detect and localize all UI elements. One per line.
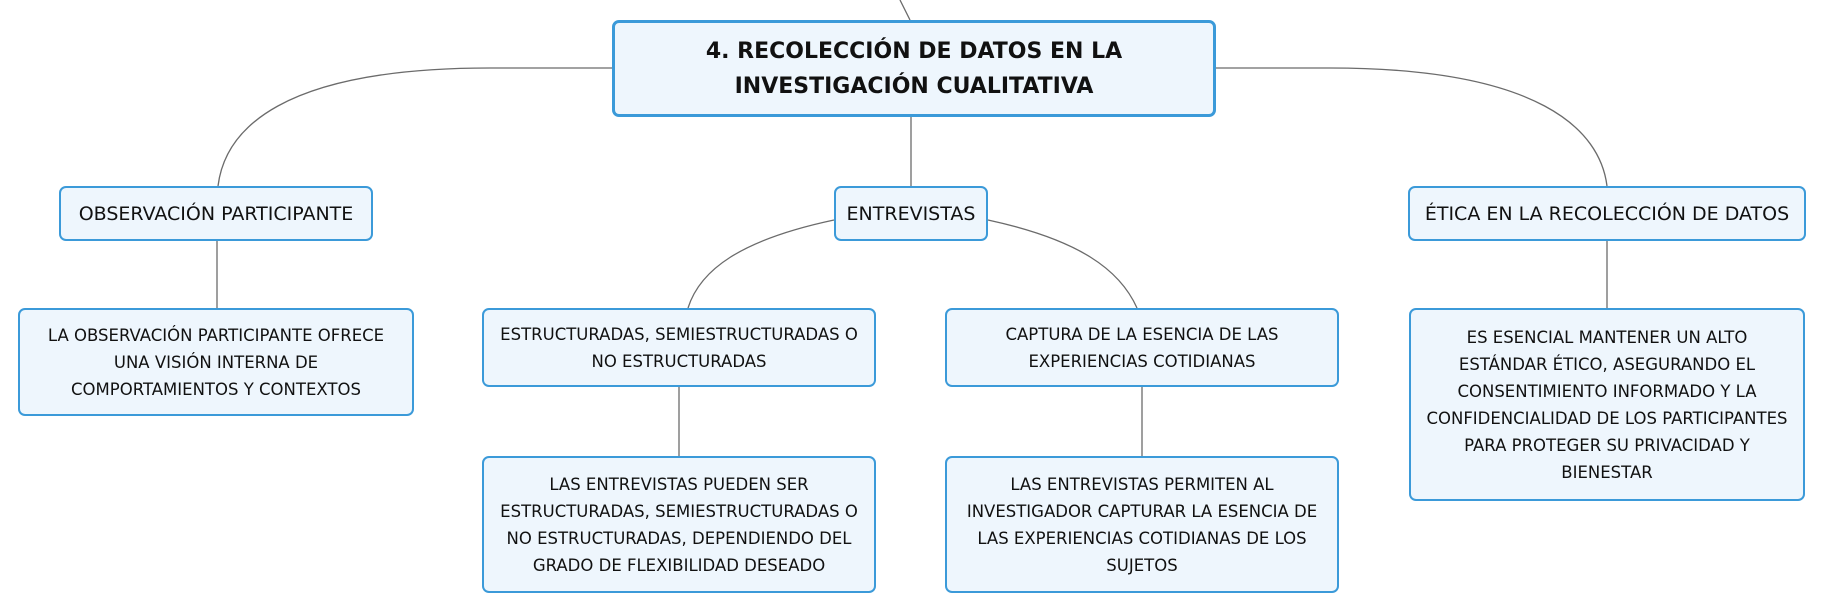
subtopic-text-tipos-entrevista: ESTRUCTURADAS, SEMIESTRUCTURADAS O NO ES… xyxy=(500,324,858,371)
subtopic-node-captura-esencia-detail[interactable]: LAS ENTREVISTAS PERMITEN AL INVESTIGADOR… xyxy=(945,456,1339,593)
connector-root-observacion xyxy=(217,67,612,187)
topic-label-entrevistas: ENTREVISTAS xyxy=(846,202,976,225)
root-topic-title: 4. RECOLECCIÓN DE DATOS EN LA INVESTIGAC… xyxy=(705,38,1123,99)
subtopic-text-observacion-detail: LA OBSERVACIÓN PARTICIPANTE OFRECE UNA V… xyxy=(47,325,385,399)
subtopic-text-captura-esencia-detail: LAS ENTREVISTAS PERMITEN AL INVESTIGADOR… xyxy=(966,474,1318,575)
connector-parent-root xyxy=(899,0,911,21)
topic-node-entrevistas[interactable]: ENTREVISTAS xyxy=(834,186,988,241)
connector-root-etica xyxy=(1216,67,1608,187)
topic-label-etica: ÉTICA EN LA RECOLECCIÓN DE DATOS xyxy=(1424,202,1790,225)
connector-entrevistas-sub-a xyxy=(687,219,835,309)
topic-label-observacion: OBSERVACIÓN PARTICIPANTE xyxy=(78,202,354,225)
subtopic-text-etica-detail: ES ESENCIAL MANTENER UN ALTO ESTÁNDAR ÉT… xyxy=(1426,327,1788,482)
subtopic-node-captura-esencia[interactable]: CAPTURA DE LA ESENCIA DE LAS EXPERIENCIA… xyxy=(945,308,1339,387)
topic-node-observacion-participante[interactable]: OBSERVACIÓN PARTICIPANTE xyxy=(59,186,373,241)
root-topic-node[interactable]: 4. RECOLECCIÓN DE DATOS EN LA INVESTIGAC… xyxy=(612,20,1216,117)
subtopic-node-tipos-entrevista-detail[interactable]: LAS ENTREVISTAS PUEDEN SER ESTRUCTURADAS… xyxy=(482,456,876,593)
subtopic-node-tipos-entrevista[interactable]: ESTRUCTURADAS, SEMIESTRUCTURADAS O NO ES… xyxy=(482,308,876,387)
topic-node-etica[interactable]: ÉTICA EN LA RECOLECCIÓN DE DATOS xyxy=(1408,186,1806,241)
connector-entrevistas-sub-b xyxy=(987,219,1138,309)
subtopic-node-etica-detail[interactable]: ES ESENCIAL MANTENER UN ALTO ESTÁNDAR ÉT… xyxy=(1409,308,1805,501)
subtopic-node-observacion-detail[interactable]: LA OBSERVACIÓN PARTICIPANTE OFRECE UNA V… xyxy=(18,308,414,416)
subtopic-text-captura-esencia: CAPTURA DE LA ESENCIA DE LAS EXPERIENCIA… xyxy=(1005,324,1279,371)
subtopic-text-tipos-entrevista-detail: LAS ENTREVISTAS PUEDEN SER ESTRUCTURADAS… xyxy=(500,474,858,575)
